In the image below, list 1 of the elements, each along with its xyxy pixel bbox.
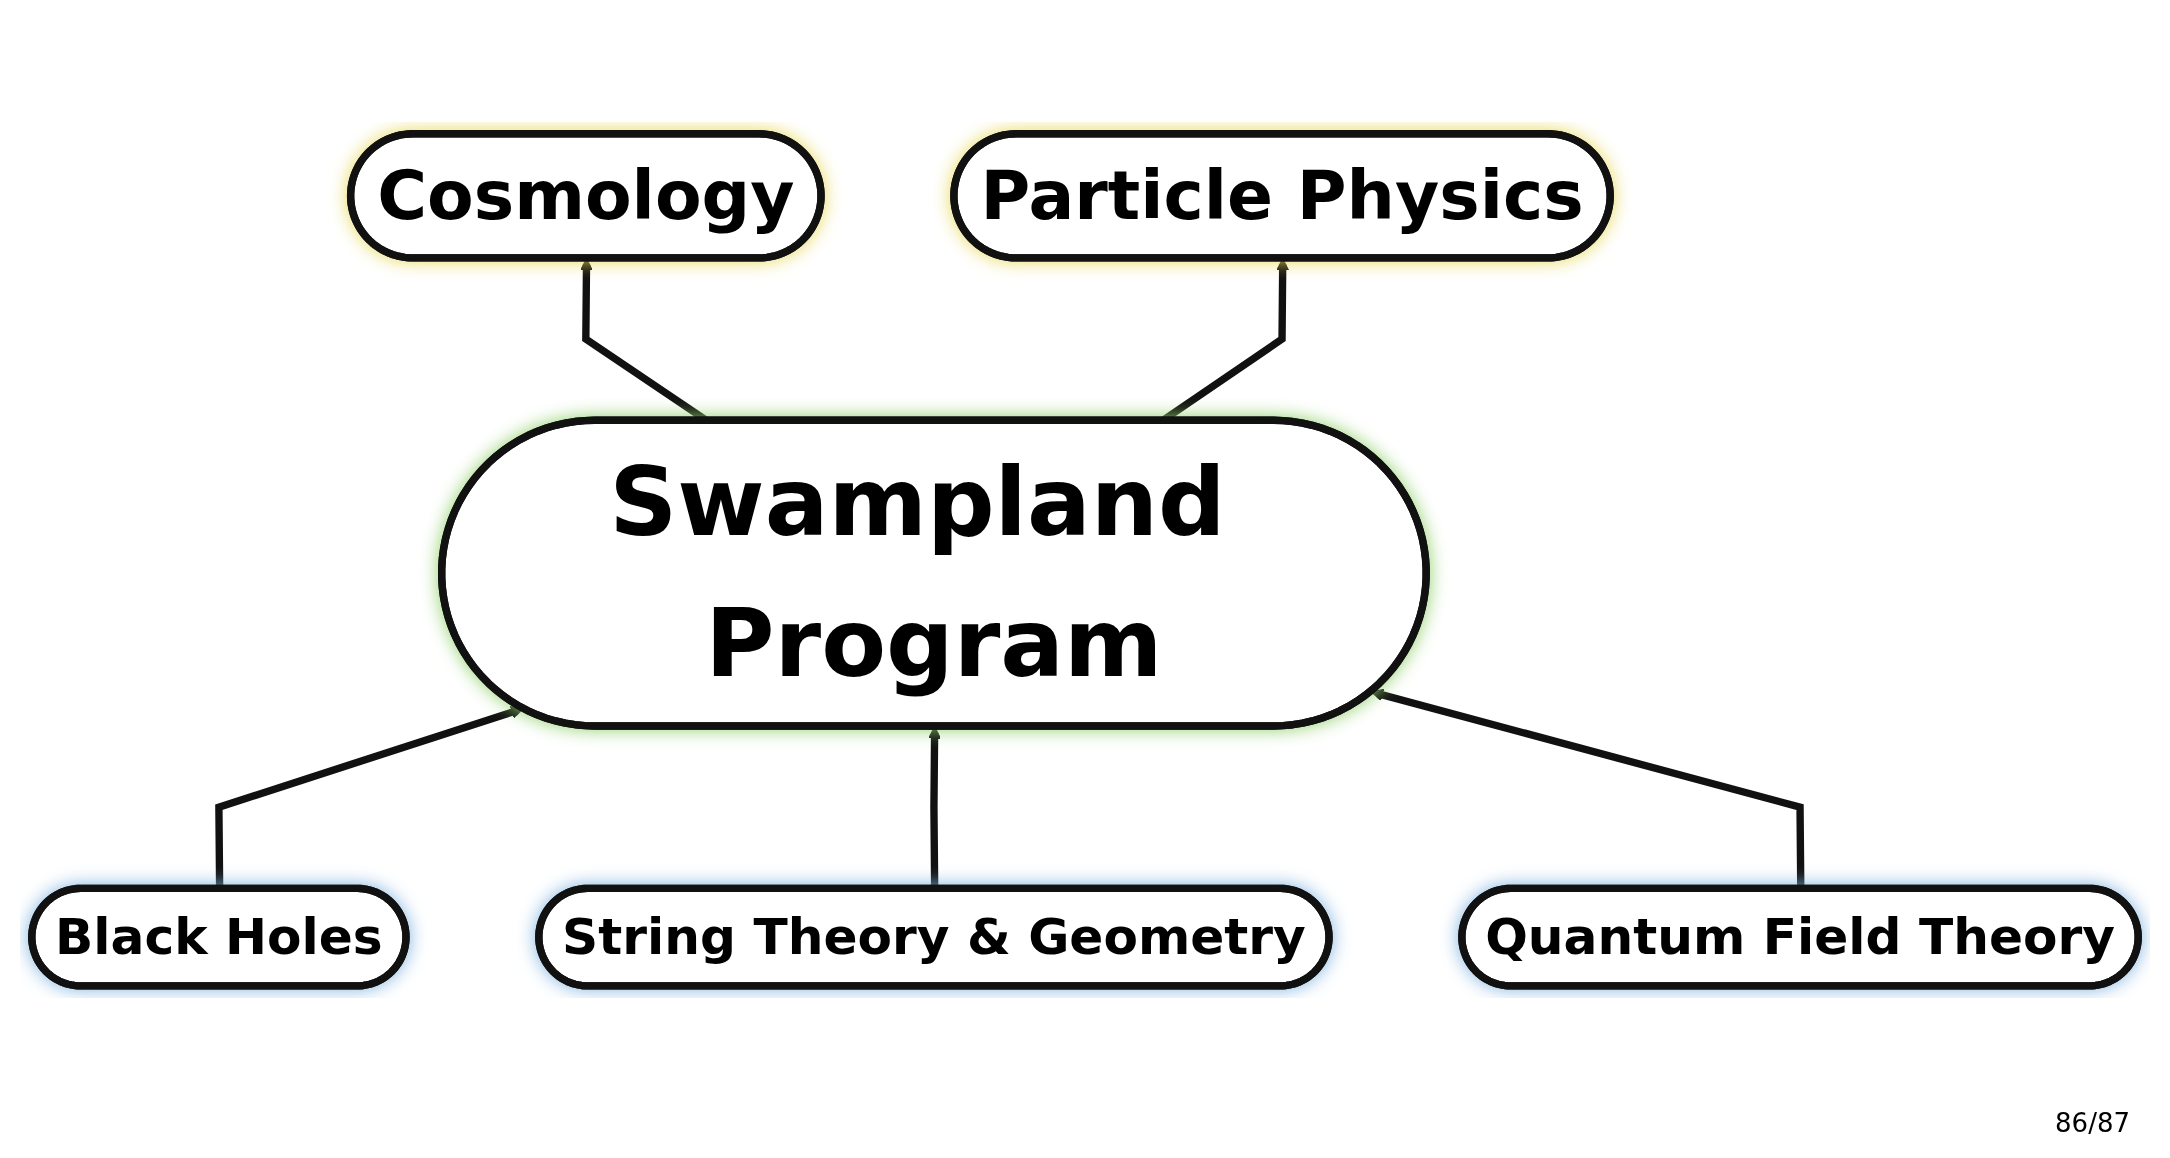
page-number: 86/87 <box>2055 1108 2130 1138</box>
